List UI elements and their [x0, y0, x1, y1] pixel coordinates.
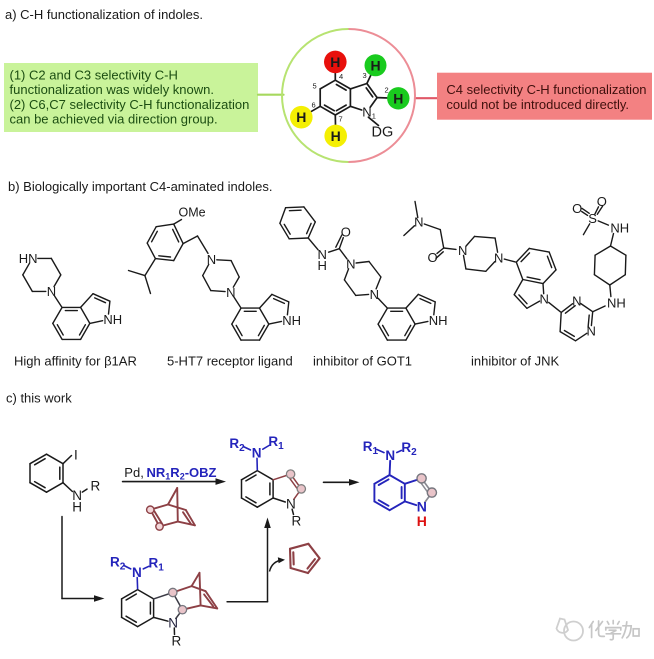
svg-text:NH: NH: [103, 312, 122, 327]
svg-text:H: H: [331, 128, 341, 144]
svg-text:inhibitor of JNK: inhibitor of JNK: [471, 354, 559, 369]
svg-text:O: O: [428, 250, 438, 265]
svg-text:5: 5: [313, 82, 317, 91]
svg-text:H: H: [296, 109, 306, 125]
svg-text:H: H: [393, 90, 403, 106]
svg-text:N: N: [414, 215, 423, 230]
svg-text:c) this work: c) this work: [6, 391, 72, 406]
svg-text:N: N: [385, 448, 395, 463]
svg-text:High affinity for β1AR: High affinity for β1AR: [14, 354, 137, 369]
svg-text:HN: HN: [19, 251, 38, 266]
svg-text:(2) C6,C7 selectivity C-H func: (2) C6,C7 selectivity C-H functionalizat…: [10, 97, 250, 112]
svg-text:OMe: OMe: [179, 206, 206, 220]
svg-text:(1) C2 and C3 selectivity C-H: (1) C2 and C3 selectivity C-H: [10, 67, 178, 82]
svg-text:a) C-H functionalization of in: a) C-H functionalization of indoles.: [5, 7, 203, 22]
svg-text:could not be introduced direct: could not be introduced directly.: [446, 97, 629, 112]
svg-text:inhibitor of GOT1: inhibitor of GOT1: [313, 354, 412, 369]
svg-text:O: O: [572, 201, 582, 216]
svg-text:R: R: [172, 634, 182, 649]
svg-text:R: R: [91, 479, 101, 494]
svg-text:N: N: [370, 287, 379, 302]
svg-text:N: N: [572, 294, 581, 309]
svg-text:I: I: [74, 448, 78, 463]
svg-text:N: N: [286, 497, 296, 512]
svg-text:functionalization was widely k: functionalization was widely known.: [10, 82, 215, 97]
svg-text:N: N: [252, 446, 262, 461]
svg-text:N: N: [207, 252, 216, 267]
svg-text:H: H: [417, 513, 427, 529]
svg-text:can be achieved via direction: can be achieved via direction group.: [10, 112, 218, 127]
svg-text:O: O: [597, 194, 607, 209]
svg-text:6: 6: [312, 101, 316, 110]
svg-text:N: N: [587, 323, 596, 338]
svg-text:7: 7: [339, 115, 343, 124]
svg-text:NH: NH: [429, 313, 448, 328]
svg-text:H: H: [330, 54, 340, 70]
svg-text:b) Biologically important C4-a: b) Biologically important C4-aminated in…: [8, 179, 272, 194]
svg-text:N: N: [168, 615, 178, 630]
svg-text:N: N: [346, 257, 355, 272]
svg-text:Pd,: Pd,: [124, 465, 144, 480]
svg-text:O: O: [341, 225, 351, 240]
svg-text:5-HT7 receptor ligand: 5-HT7 receptor ligand: [167, 354, 293, 369]
svg-text:N: N: [494, 250, 503, 265]
svg-text:H: H: [72, 499, 82, 514]
svg-text:NH: NH: [610, 220, 629, 235]
svg-text:2: 2: [385, 86, 389, 95]
svg-text:NH: NH: [282, 313, 301, 328]
svg-text:N: N: [132, 565, 142, 580]
svg-text:N: N: [540, 292, 549, 307]
svg-text:4: 4: [339, 72, 343, 81]
svg-text:C4 selectivity C-H functionali: C4 selectivity C-H functionalization: [446, 82, 646, 97]
svg-text:NH: NH: [607, 296, 626, 311]
svg-text:H: H: [370, 57, 380, 73]
svg-text:H: H: [318, 258, 327, 273]
svg-text:N: N: [362, 104, 371, 119]
svg-text:3: 3: [363, 71, 367, 80]
svg-text:N: N: [458, 243, 467, 258]
svg-text:DG: DG: [372, 125, 394, 141]
svg-text:R: R: [292, 514, 302, 529]
